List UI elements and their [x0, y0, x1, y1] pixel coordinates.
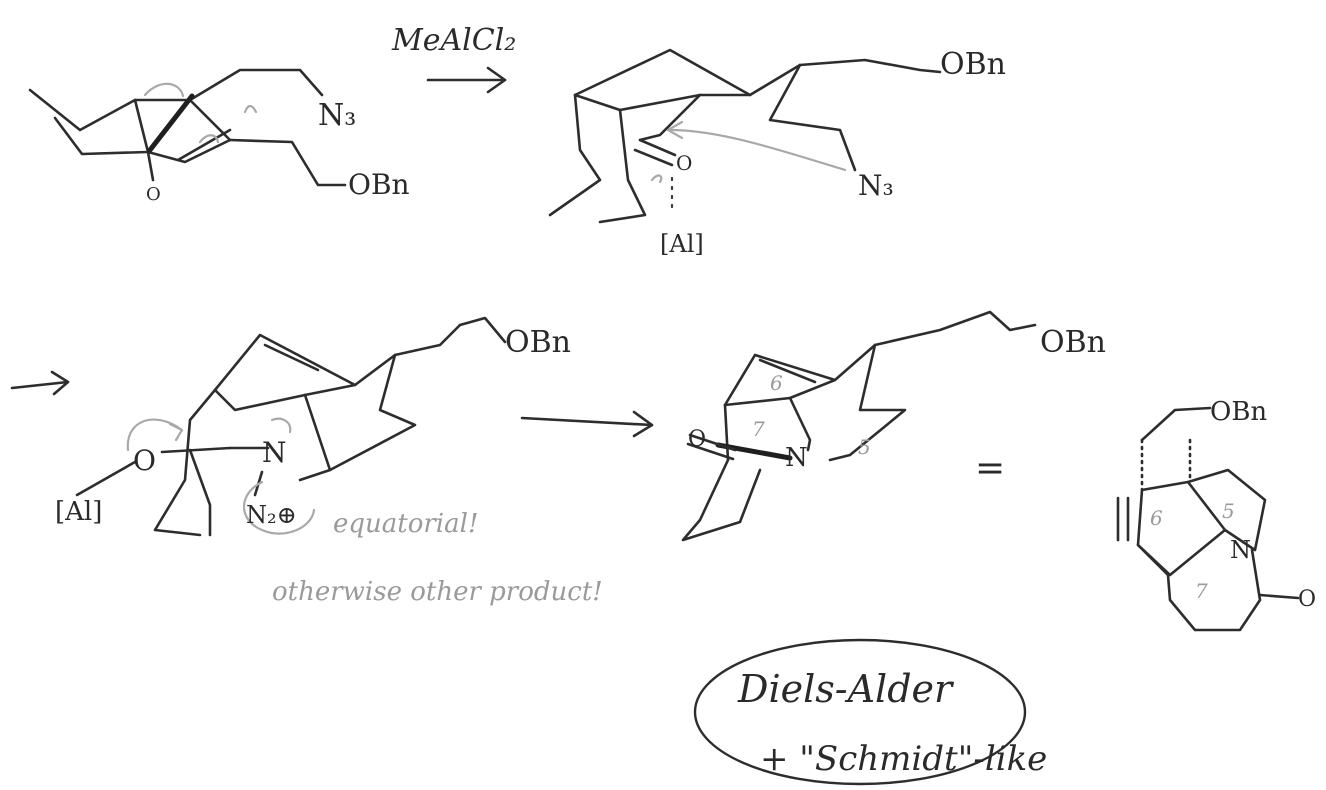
reaction-arrow-1: [426, 66, 507, 94]
alkoxide-oxygen: O: [133, 444, 156, 477]
alternative-product-note: otherwise other product!: [272, 577, 603, 607]
ring-size-6b: 6: [1150, 506, 1163, 530]
obn-label-1: OBn: [348, 168, 410, 201]
obn-label-3: OBn: [505, 325, 571, 360]
reagent-label: MeAlCl₂: [391, 23, 516, 58]
lewis-acid-label-2: [Al]: [55, 497, 102, 527]
lactam-oxygen-1: O: [688, 427, 706, 452]
conclusion-callout: Diels-Alder + "Schmidt"-like: [693, 638, 1047, 786]
activated-complex: O N₃ OBn [Al]: [548, 47, 1006, 258]
ring-size-7a: 7: [752, 417, 765, 441]
reaction-arrow-3: [520, 410, 654, 438]
starting-material: O N₃ OBn: [28, 68, 410, 205]
equatorial-note: equatorial!: [333, 509, 478, 539]
conclusion-line-2: + "Schmidt"-like: [760, 739, 1047, 779]
conclusion-line-1: Diels-Alder: [737, 667, 955, 711]
ring-size-5b: 5: [1222, 499, 1235, 523]
azide-label-2: N₃: [858, 169, 894, 202]
lewis-acid-label-1: [Al]: [660, 230, 704, 258]
azide-label-1: N₃: [318, 98, 356, 133]
lactam-oxygen-2: O: [1298, 587, 1316, 612]
tricyclic-lactam: OBn N O 6 5 7: [1116, 397, 1316, 632]
reaction-arrow-2: [10, 370, 70, 396]
carbonyl-oxygen-1: O: [146, 184, 161, 205]
lactam-nitrogen-2: N: [1230, 536, 1251, 564]
dinitrogen-leaving-group: N₂⊕: [246, 501, 297, 529]
ring-size-5a: 5: [858, 435, 871, 459]
carbonyl-oxygen-2: O: [676, 151, 692, 175]
obn-label-2: OBn: [940, 47, 1006, 82]
equals-sign: =: [975, 448, 1005, 489]
lactam-product-chair: O N OBn 6 7 5: [681, 310, 1106, 542]
ring-size-6a: 6: [770, 371, 783, 395]
ring-size-7b: 7: [1195, 579, 1208, 603]
lactam-nitrogen-1: N: [785, 443, 808, 473]
obn-label-5: OBn: [1210, 397, 1267, 427]
obn-label-4: OBn: [1040, 325, 1106, 360]
aminal-intermediate: O [Al] N N₂⊕ OBn: [55, 316, 571, 537]
nitrogen-label-1: N: [262, 436, 287, 469]
